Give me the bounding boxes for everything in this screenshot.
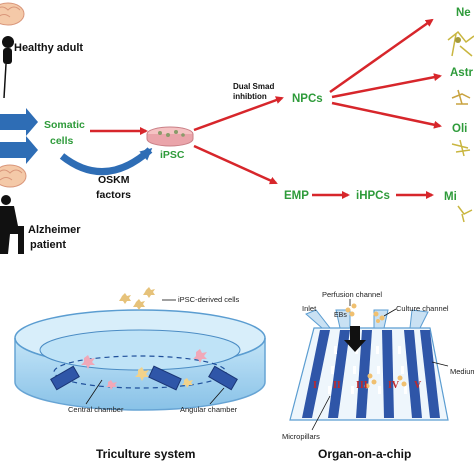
petri-dish-icon [146,126,194,147]
emp-label: EMP [284,190,309,202]
ipsc-derived-cells-label: iPSC-derived cells [178,295,240,304]
oligodendrocytes-label: Oli [452,123,467,135]
alzheimer-label-line1: Alzheimer [28,224,81,236]
triculture-title: Triculture system [96,447,195,461]
pointer-angular-chamber [209,387,225,405]
oskm-label-line1: OSKM [98,174,130,186]
arrow-ipsc-to-emp [193,144,278,185]
arrow-ipsc-to-npcs [193,96,284,132]
angular-chamber-label: Angular chamber [180,405,238,414]
inlet-label: Inlet [302,304,317,313]
ipsc-label: iPSC [160,149,185,161]
astrocytes-label: Astr [450,67,474,79]
culture-channel-label: Culture channel [396,304,449,313]
organ-on-chip-title: Organ-on-a-chip [318,447,411,461]
arrow-npcs-to-astrocytes [331,73,442,99]
oskm-curved-arrow [59,147,153,176]
channel-roman-3: III [356,380,368,391]
triculture-dish [14,309,266,411]
pointer-micropillars [311,395,331,431]
brain-icon-2 [0,164,27,188]
dual-smad-label-line2: inhibtion [233,92,267,101]
medium-channel-label: Medium cha [450,367,474,376]
healthy-adult-icon [2,36,14,99]
brain-icon [0,2,25,26]
channel-roman-5: V [414,380,422,391]
neurons-label: Ne [456,7,471,19]
neuron-cell-icon [447,30,474,57]
organ-on-chip [289,303,449,421]
arrow-npcs-to-neurons [329,18,434,94]
alzheimer-label-line2: patient [30,239,66,251]
ihpcs-label: iHPCs [356,190,390,202]
somatic-cells-label-line1: Somatic [44,119,85,131]
pointer-medium [431,361,449,367]
input-arrows [0,108,38,164]
microglia-label: Mi [444,191,457,203]
somatic-cells-label-line2: cells [50,135,74,147]
central-chamber-label: Central chamber [68,405,124,414]
npcs-label: NPCs [292,93,323,105]
oskm-label-line2: factors [96,189,131,201]
ipsc-derived-cells-icon [119,287,155,310]
micropillars-label: Micropillars [282,432,320,441]
healthy-adult-label: Healthy adult [14,42,83,54]
alzheimer-patient-icon [0,195,24,254]
oligodendrocyte-cell-icon [451,139,471,157]
channel-roman-4: IV [388,380,400,391]
channel-roman-2: II [333,380,341,391]
arrow-npcs-to-oligodendrocytes [331,101,442,129]
dual-smad-label-line1: Dual Smad [233,82,274,91]
perfusion-channel-label: Perfusion channel [322,290,382,299]
pointer-central-chamber [85,379,103,405]
astrocyte-cell-icon [451,89,471,105]
ebs-label: EBs [334,312,347,319]
channel-roman-1: I [313,380,317,391]
pointer-culture [383,308,397,317]
microglia-cell-icon [457,205,473,223]
